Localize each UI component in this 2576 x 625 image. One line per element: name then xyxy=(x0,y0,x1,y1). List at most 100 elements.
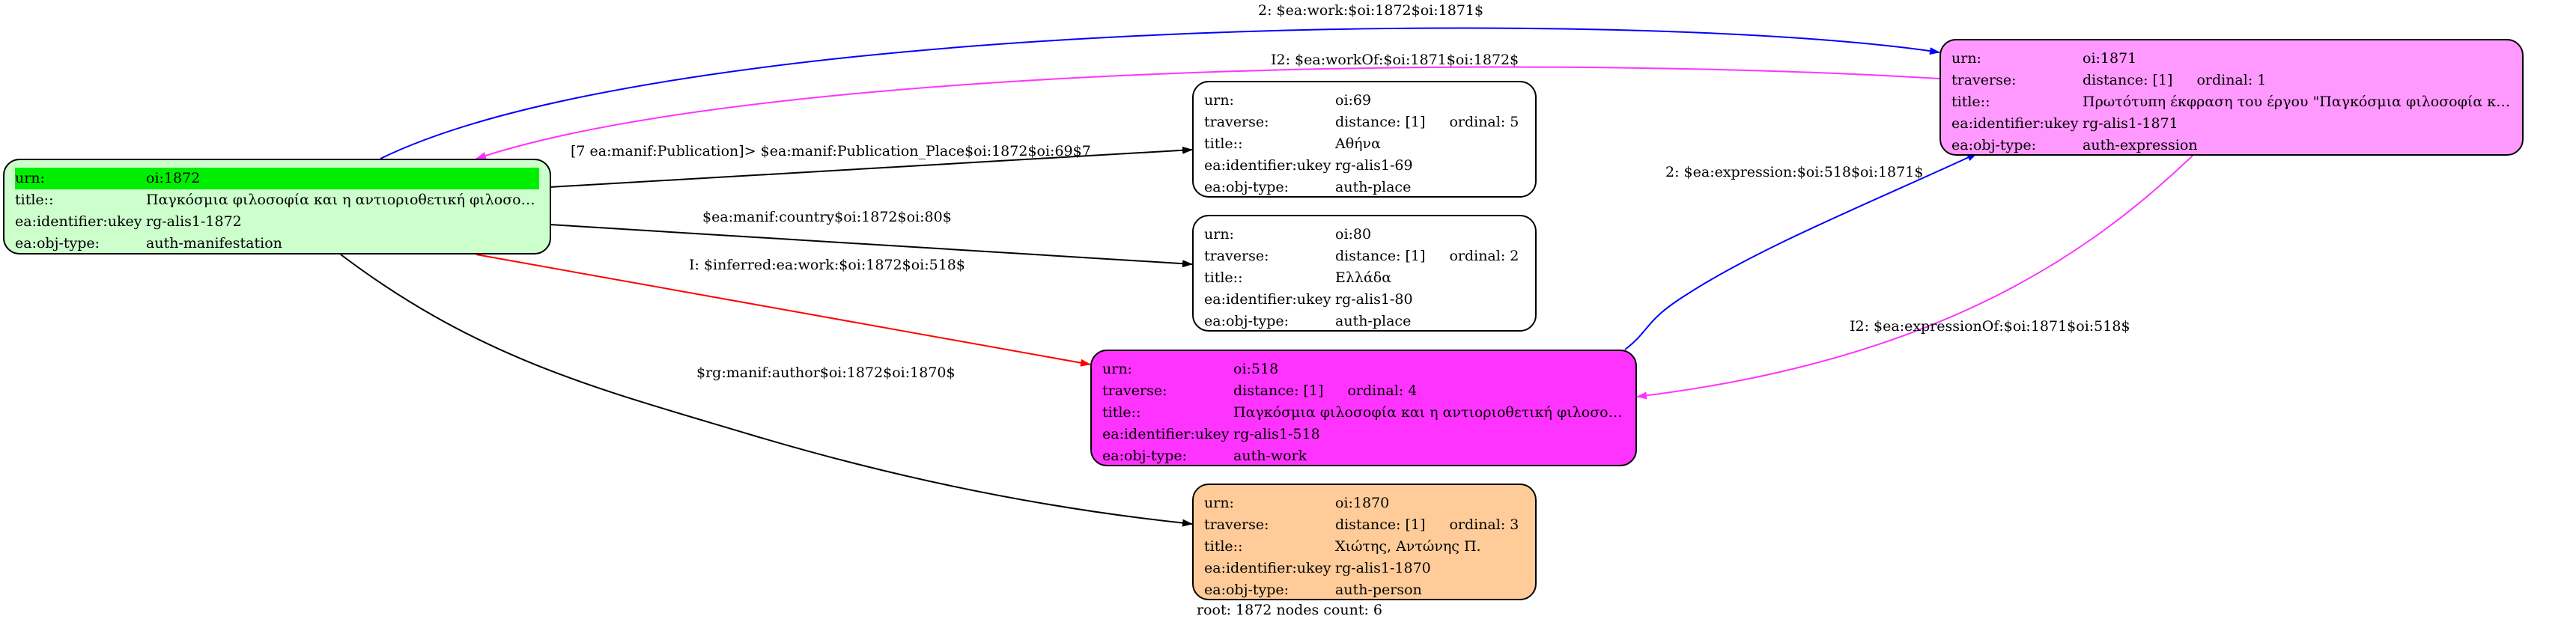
row-key: ea:identifier:ukey xyxy=(1102,426,1230,442)
edge-country xyxy=(549,224,1193,268)
node-oi80[interactable]: urn: oi:80 traverse: distance: [1] ordinal:… xyxy=(1192,215,1537,332)
row-key: ea:obj-type: xyxy=(1204,582,1289,598)
row-value: distance: [1]ordinal: 5 xyxy=(1335,112,1525,133)
row-key: title:: xyxy=(1204,538,1243,555)
row-key: ea:obj-type: xyxy=(15,235,100,251)
row-value: oi:1871 xyxy=(2083,50,2137,67)
row-value: Παγκόσμια φιλοσοφία και η αντιοριοθετική… xyxy=(1233,404,1625,421)
row-value: rg-alis1-80 xyxy=(1335,291,1413,308)
node-row-traverse: traverse: distance: [1] ordinal: 4 xyxy=(1102,380,1625,402)
node-row-urn: urn: oi:1870 xyxy=(1204,493,1525,514)
ordinal-text: ordinal: 2 xyxy=(1449,248,1519,264)
edge-publication-place xyxy=(549,146,1193,188)
row-value: Χιώτης, Αντώνης Π. xyxy=(1335,538,1481,555)
row-value: auth-place xyxy=(1335,313,1412,329)
row-key: ea:identifier:ukey xyxy=(1204,291,1331,308)
row-key: urn: xyxy=(1204,92,1234,109)
row-key: urn: xyxy=(1204,226,1234,243)
row-key: urn: xyxy=(15,168,146,189)
row-key: ea:identifier:ukey xyxy=(1204,560,1331,576)
row-key: traverse: xyxy=(1204,248,1269,264)
row-key: ea:identifier:ukey xyxy=(1204,157,1331,174)
node-row-title: title::Χιώτης, Αντώνης Π. xyxy=(1204,536,1525,558)
row-value: auth-person xyxy=(1335,582,1422,598)
edge-label-workOf: I2: $ea:workOf:$oi:1871$oi:1872$ xyxy=(1271,52,1519,68)
row-value: oi:518 xyxy=(1233,361,1279,377)
edge-inferred-work xyxy=(476,254,1091,367)
distance-text: distance: [1] xyxy=(2083,72,2173,88)
edge-expressionOf xyxy=(1636,155,2193,400)
node-row-urn: urn:oi:1872 xyxy=(15,168,539,189)
node-row-title: title::Ελλάδα xyxy=(1204,267,1525,289)
node-row-objtype: ea:obj-type: auth-place xyxy=(1204,177,1525,198)
row-value: rg-alis1-518 xyxy=(1233,426,1320,442)
node-row-urn: urn: oi:69 xyxy=(1204,90,1525,112)
row-key: traverse: xyxy=(1204,114,1269,130)
row-value: rg-alis1-1870 xyxy=(1335,560,1431,576)
row-value: oi:69 xyxy=(1335,92,1372,109)
node-row-urn: urn: oi:518 xyxy=(1102,359,1625,380)
edge-label-author: $rg:manif:author$oi:1872$oi:1870$ xyxy=(696,365,956,381)
node-root[interactable]: urn:oi:1872 title::Παγκόσμια φιλοσοφία κ… xyxy=(3,159,551,254)
ordinal-text: ordinal: 4 xyxy=(1347,382,1418,399)
row-value: distance: [1] ordinal: 2 xyxy=(1335,246,1525,267)
row-key: ea:obj-type: xyxy=(1204,179,1289,195)
ordinal-text: ordinal: 1 xyxy=(2196,72,2267,88)
node-row-urn: urn:oi:1871 xyxy=(1951,48,2512,70)
node-row-objtype: ea:obj-type: auth-manifestation xyxy=(15,233,539,254)
row-key: traverse: xyxy=(1951,72,2017,88)
node-row-objtype: ea:obj-type: auth-person xyxy=(1204,579,1525,601)
row-key: ea:obj-type: xyxy=(1102,448,1188,464)
row-value: oi:80 xyxy=(1335,226,1372,243)
row-value: Πρωτότυπη έκφραση του έργου "Παγκόσμια φ… xyxy=(2083,94,2512,110)
graph-footer: root: 1872 nodes count: 6 xyxy=(1197,602,1383,618)
row-value: Αθήνα xyxy=(1335,135,1381,152)
row-value: oi:1870 xyxy=(1335,495,1390,511)
node-row-objtype: ea:obj-type:auth-place xyxy=(1204,311,1525,332)
edge-label-inferred-work: I: $inferred:ea:work:$oi:1872$oi:518$ xyxy=(689,257,965,273)
edge-work xyxy=(380,27,1940,159)
node-oi518[interactable]: urn: oi:518 traverse: distance: [1] ordinal… xyxy=(1090,350,1637,466)
node-oi1870[interactable]: urn:oi:1870 traverse:distance: [1]ordina… xyxy=(1192,484,1537,600)
row-key: title:: xyxy=(15,192,54,208)
node-row-traverse: traverse: distance: [1] ordinal: 2 xyxy=(1204,246,1525,267)
row-key: urn: xyxy=(1102,361,1132,377)
node-oi1871[interactable]: urn:oi:1871 traverse: distance: [1] ordina… xyxy=(1939,39,2524,156)
node-row-traverse: traverse: distance: [1]ordinal: 5 xyxy=(1204,112,1525,133)
node-row-title: title::Παγκόσμια φιλοσοφία και η αντιορι… xyxy=(15,189,539,211)
row-key: title:: xyxy=(1102,404,1141,421)
edge-label-expressionOf: I2: $ea:expressionOf:$oi:1871$oi:518$ xyxy=(1850,318,2130,335)
edge-label-work: 2: $ea:work:$oi:1872$oi:1871$ xyxy=(1258,2,1484,19)
edge-label-country: $ea:manif:country$oi:1872$oi:80$ xyxy=(702,209,952,225)
distance-text: distance: [1] xyxy=(1335,248,1426,264)
node-row-urn: urn: oi:80 xyxy=(1204,224,1525,246)
row-key: title:: xyxy=(1204,135,1243,152)
row-value: rg-alis1-1871 xyxy=(2083,115,2178,132)
node-oi69[interactable]: urn: oi:69 traverse: distance: [1]ordinal:… xyxy=(1192,81,1537,198)
row-value: auth-place xyxy=(1335,179,1412,195)
row-value: auth-work xyxy=(1233,448,1307,464)
distance-text: distance: [1] xyxy=(1335,114,1426,130)
row-key: urn: xyxy=(1204,495,1234,511)
row-value: oi:1872 xyxy=(146,168,539,189)
row-value: distance: [1]ordinal: 3 xyxy=(1335,514,1525,536)
row-value: auth-manifestation xyxy=(146,235,282,251)
row-key: title:: xyxy=(1204,269,1243,286)
node-row-title: title::Πρωτότυπη έκφραση του έργου "Παγκ… xyxy=(1951,91,2512,113)
edge-author xyxy=(340,254,1193,527)
row-key: ea:identifier:ukey xyxy=(15,213,142,230)
distance-text: distance: [1] xyxy=(1233,382,1324,399)
row-key: traverse: xyxy=(1102,382,1167,399)
row-value: distance: [1] ordinal: 4 xyxy=(1233,380,1625,402)
node-row-objtype: ea:obj-type:auth-expression xyxy=(1951,135,2512,156)
edge-label-publication-place: [7 ea:manif:Publication]> $ea:manif:Publ… xyxy=(571,143,1091,159)
row-value: rg-alis1-1872 xyxy=(146,213,242,230)
row-value: distance: [1] ordinal: 1 xyxy=(2083,70,2512,91)
